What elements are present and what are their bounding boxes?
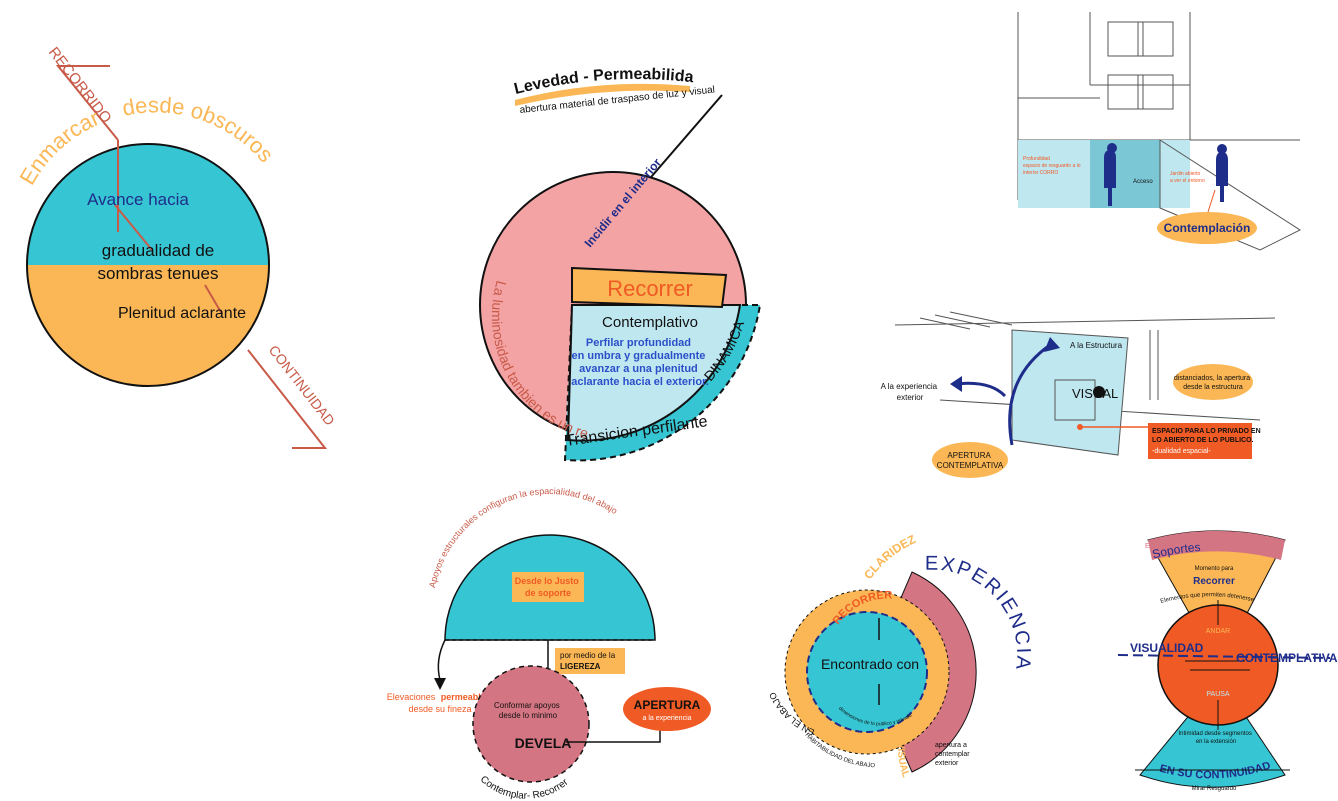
recorrer-label: Recorrer — [607, 276, 693, 301]
distanciados-pill — [1173, 364, 1253, 400]
justo-box — [512, 572, 584, 602]
sketch-line — [934, 314, 991, 328]
window — [1107, 21, 1144, 57]
contemplativa-label: CONTEMPLATIVA — [1236, 651, 1338, 665]
diagram-6-encontrado: Encontrado con RECORRER CLARIDEZ EXPERIE… — [767, 532, 1032, 779]
visual-axis — [1117, 654, 1331, 659]
bottom-fan — [1139, 689, 1286, 788]
dualidad-text: -dualidad espacial- — [1152, 448, 1211, 455]
apertura-note: apertura a contemplar exterior — [935, 742, 972, 767]
circle-bottom-orange — [27, 265, 269, 386]
apertura-text: APERTURA CONTEMPLATIVA — [937, 451, 1004, 470]
window — [1137, 21, 1174, 57]
contemplacion-label: Contemplación — [1164, 221, 1251, 235]
contemplativo-sector — [566, 304, 742, 442]
apertura-label: APERTURA — [634, 698, 701, 712]
sombras-label: sombras tenues — [98, 264, 219, 283]
recorrido-arrow — [55, 65, 119, 141]
momento-label: Momento para — [1195, 566, 1234, 572]
sketch-line — [919, 317, 971, 330]
person-1-head — [1107, 143, 1117, 153]
soportes-band — [1148, 530, 1285, 560]
visualidad-label: VISUALIDAD — [1130, 641, 1204, 655]
jardin-note: Jardin abierto a ver el entorno — [1170, 171, 1205, 184]
espacio-box — [1148, 423, 1252, 459]
access-zone — [1090, 140, 1160, 208]
path-curve — [1159, 139, 1302, 251]
elevaciones-text: Elevaciones permeables desde su fineza — [387, 692, 494, 714]
apertura-pill — [932, 442, 1008, 478]
apertura-ellipse — [623, 687, 711, 731]
arrow-head — [1044, 337, 1060, 352]
pausa-label: PAUSA — [1206, 691, 1230, 698]
levedad-title: Levedad - Permeabilidad — [0, 0, 694, 98]
red-link-3 — [204, 284, 223, 315]
plenitud-label: Plenitud aclarante — [118, 305, 246, 322]
contemplacion-pill — [1157, 212, 1257, 244]
contemplativo-label: Contemplativo — [602, 314, 698, 331]
estructura-label: A la Estructura — [1070, 341, 1123, 350]
sketch-line — [949, 311, 1013, 326]
window — [1137, 74, 1174, 110]
private-square — [1054, 379, 1096, 421]
title-underline-band — [515, 83, 690, 106]
devela-circle — [472, 665, 590, 783]
sketch-line — [894, 317, 1276, 326]
ligereza-text: por medio de la LIGEREZA — [560, 651, 617, 671]
ligereza-box — [555, 648, 625, 674]
espacio-text: ESPACIO PARA LO PRIVADO EN LO ABIERTO DE… — [1152, 428, 1263, 444]
extension-label: Extensión — [1145, 543, 1176, 550]
encontrado-circle — [806, 611, 928, 733]
person-1-icon — [1104, 150, 1116, 206]
experiencia-label: A la experiencia exterior — [881, 382, 940, 402]
avance-label: Avance hacia — [87, 190, 189, 209]
recorrer-band — [571, 266, 728, 309]
devela-label: DEVELA — [515, 735, 572, 751]
apertura-sub: a la experiencia — [642, 715, 691, 722]
eye-icon — [1093, 386, 1105, 398]
elevation-arrow — [437, 639, 446, 681]
gradualidad-label: gradualidad de — [102, 241, 214, 260]
encontrado-label: Encontrado con — [821, 656, 919, 672]
person-2-icon — [1216, 152, 1228, 202]
distanciados-text: distanciados, la apertura desde la estru… — [1174, 375, 1252, 391]
window — [1107, 74, 1144, 110]
arrow-head — [950, 376, 962, 392]
perfilar-text: Perfilar profundidad en umbra y gradualm… — [571, 337, 709, 388]
red-link-2 — [114, 204, 153, 251]
continuidad-arrow — [247, 349, 328, 449]
arrow-head — [434, 678, 446, 690]
resguardo-label: Mirar Resguardo — [1192, 786, 1237, 792]
curved-arrow — [1008, 343, 1051, 446]
pointer-dot — [1077, 424, 1083, 430]
andar-label: ANDAR — [1206, 628, 1231, 635]
circle-outline — [26, 143, 270, 387]
diagram-3-fill: Profundidad espacio de resguardo a lo in… — [1018, 139, 1302, 251]
conformar-text: Conformar apoyos desde lo minimo — [494, 701, 562, 720]
intimidad-label: Intimidad desde segmentos en la extensió… — [1178, 731, 1253, 745]
devela-connector — [566, 728, 661, 743]
diagram-7-hourglass: Extensión Soportes Momento para Recorrer… — [1117, 530, 1338, 792]
left-arrow — [954, 381, 1007, 398]
claridez-label: CLARIDEZ — [861, 532, 918, 582]
recorrer-label: Recorrer — [1193, 576, 1235, 587]
pointer-line — [1207, 189, 1216, 213]
diagram-5-devela: Apoyos estructurales configuran la espac… — [387, 486, 711, 801]
profundidad-note: Profundidad espacio de resguardo a lo in… — [1023, 156, 1082, 176]
diagram-4-visual: A la Estructura A la experiencia exterio… — [881, 311, 1276, 478]
justo-text: Desde lo Justo de soporte — [515, 576, 582, 598]
person-2-head — [1217, 144, 1227, 154]
acceso-label: Acceso — [1133, 179, 1153, 185]
